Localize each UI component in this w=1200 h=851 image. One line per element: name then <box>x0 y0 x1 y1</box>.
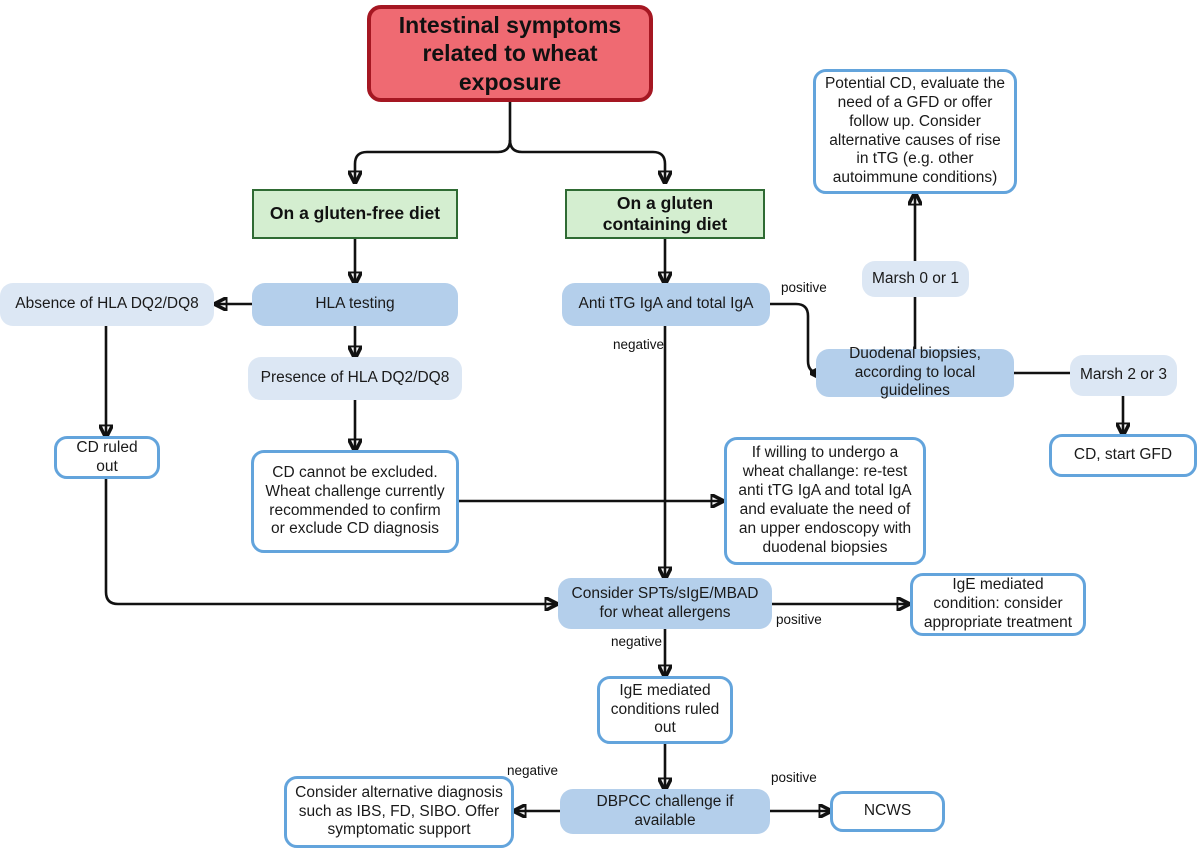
node-potential-cd-label: Potential CD, evaluate the need of a GFD… <box>824 74 1006 187</box>
node-ncws-label: NCWS <box>863 802 912 820</box>
node-hla-testing[interactable]: HLA testing <box>252 283 458 326</box>
node-anti-ttg-label: Anti tTG IgA and total IgA <box>578 295 754 313</box>
node-gluten-free-diet[interactable]: On a gluten-free diet <box>252 189 458 239</box>
node-potential-cd[interactable]: Potential CD, evaluate the need of a GFD… <box>813 69 1017 194</box>
node-anti-ttg[interactable]: Anti tTG IgA and total IgA <box>562 283 770 326</box>
node-consider-spts[interactable]: Consider SPTs/sIgE/MBAD for wheat allerg… <box>558 578 772 629</box>
node-absence-hla-label: Absence of HLA DQ2/DQ8 <box>15 295 199 313</box>
node-ige-conditions-ruled-out-label: IgE mediated conditions ruled out <box>610 681 720 737</box>
node-cd-cannot-be-excluded-label: CD cannot be excluded. Wheat challenge c… <box>265 463 445 538</box>
node-dbpcc-challenge[interactable]: DBPCC challenge if available <box>560 789 770 834</box>
node-cd-ruled-out[interactable]: CD ruled out <box>54 436 160 479</box>
node-presence-hla-label: Presence of HLA DQ2/DQ8 <box>260 369 450 387</box>
node-alternative-diagnosis-label: Consider alternative diagnosis such as I… <box>295 783 503 839</box>
node-if-willing-wheat-challenge[interactable]: If willing to undergo a wheat challange:… <box>724 437 926 565</box>
node-gluten-free-diet-label: On a gluten-free diet <box>269 203 441 224</box>
edge-root-fork <box>355 101 512 182</box>
node-cd-start-gfd[interactable]: CD, start GFD <box>1049 434 1197 477</box>
node-marsh-0-or-1-label: Marsh 0 or 1 <box>871 269 959 287</box>
node-cd-start-gfd-label: CD, start GFD <box>1073 446 1173 464</box>
node-presence-hla[interactable]: Presence of HLA DQ2/DQ8 <box>248 357 462 400</box>
edge-label-dbpcc-negative: negative <box>507 763 559 778</box>
node-cd-ruled-out-label: CD ruled out <box>76 438 138 475</box>
edge-label-dbpcc-positive: positive <box>771 770 817 785</box>
node-alternative-diagnosis[interactable]: Consider alternative diagnosis such as I… <box>284 776 514 848</box>
node-root-label: Intestinal symptoms related to wheat exp… <box>398 12 622 95</box>
node-marsh-0-or-1[interactable]: Marsh 0 or 1 <box>862 261 969 297</box>
node-dbpcc-challenge-label: DBPCC challenge if available <box>596 792 734 829</box>
edge-label-spts-positive: positive <box>776 612 822 627</box>
node-consider-spts-label: Consider SPTs/sIgE/MBAD for wheat allerg… <box>571 584 759 621</box>
edge-label-ttg-negative: negative <box>613 337 665 352</box>
node-absence-hla[interactable]: Absence of HLA DQ2/DQ8 <box>0 283 214 326</box>
node-ige-mediated-condition-label: IgE mediated condition: consider appropr… <box>923 576 1073 631</box>
node-ncws[interactable]: NCWS <box>830 791 945 832</box>
edge-root-fork-right <box>508 139 665 182</box>
edge-label-ttg-positive: positive <box>781 280 827 295</box>
node-duodenal-biopsies[interactable]: Duodenal biopsies, according to local gu… <box>816 345 1014 399</box>
node-marsh-2-or-3-label: Marsh 2 or 3 <box>1079 366 1167 384</box>
node-hla-testing-label: HLA testing <box>315 295 395 313</box>
node-gluten-containing-diet[interactable]: On a gluten containing diet <box>565 189 765 239</box>
edge-label-spts-negative: negative <box>611 634 663 649</box>
node-cd-cannot-be-excluded[interactable]: CD cannot be excluded. Wheat challenge c… <box>251 450 459 553</box>
node-duodenal-biopsies-label: Duodenal biopsies, according to local gu… <box>849 344 981 400</box>
node-ige-mediated-condition[interactable]: IgE mediated condition: consider appropr… <box>910 573 1086 636</box>
node-ige-conditions-ruled-out[interactable]: IgE mediated conditions ruled out <box>597 676 733 744</box>
edge-antittg-duodenal <box>770 302 820 373</box>
node-marsh-2-or-3[interactable]: Marsh 2 or 3 <box>1070 355 1177 396</box>
node-root[interactable]: Intestinal symptoms related to wheat exp… <box>367 5 653 102</box>
node-if-willing-wheat-challenge-label: If willing to undergo a wheat challange:… <box>738 444 912 556</box>
node-gluten-containing-diet-label: On a gluten containing diet <box>602 192 728 234</box>
